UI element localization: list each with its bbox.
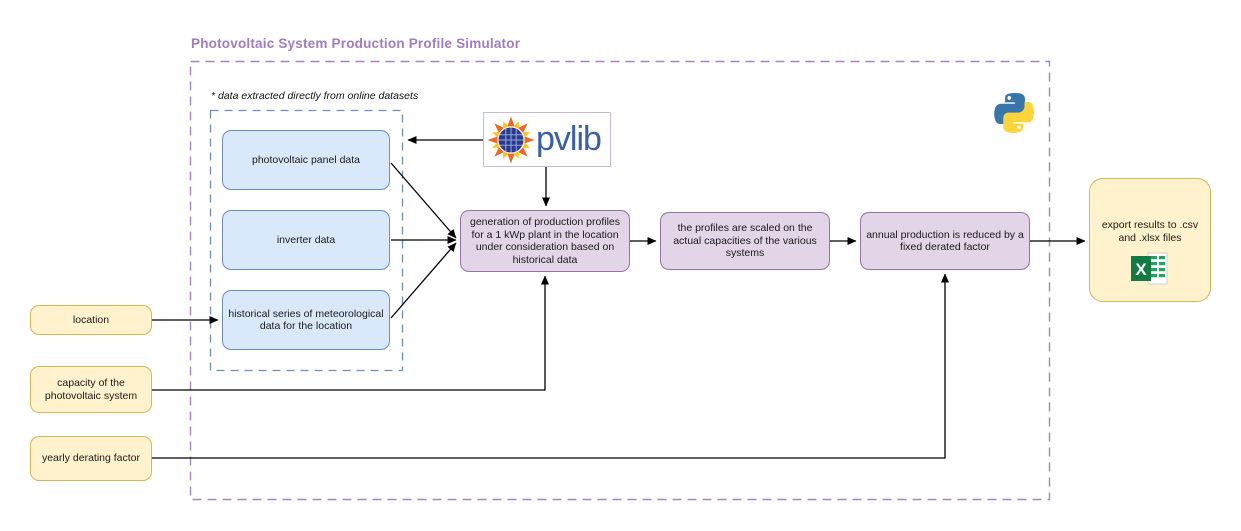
pvlib-sun-icon (487, 116, 535, 163)
python-icon (993, 92, 1037, 136)
process-box-generation: generation of production profiles for a … (460, 210, 630, 272)
export-label: export results to .csv and .xlsx files (1101, 219, 1199, 244)
arrow-capacity-to-generation (152, 275, 549, 391)
pvlib-logo-text: pvlib (536, 119, 602, 158)
input-box-capacity: capacity of the photovoltaic system (30, 366, 152, 413)
dataset-box-inverter: inverter data (222, 210, 390, 270)
simulator-boundary (189, 60, 1051, 501)
input-box-derating-factor: yearly derating factor (30, 436, 152, 481)
arrow-panel-to-generation (390, 162, 457, 239)
process-box-derating: annual production is reduced by a fixed … (860, 212, 1030, 270)
arrow-meteo-to-generation (390, 242, 457, 319)
dataset-box-meteo: historical series of meteorological data… (222, 290, 390, 350)
arrow-derating-to-reduction (152, 273, 949, 459)
dataset-box-panel: photovoltaic panel data (222, 130, 390, 190)
excel-logo-icon: X (1131, 252, 1168, 285)
pvlib-logo-box: pvlib (483, 112, 611, 167)
export-box: export results to .csv and .xlsx files X (1089, 178, 1211, 302)
excel-icon: X (1131, 252, 1169, 286)
datasets-note: * data extracted directly from online da… (211, 90, 419, 102)
page-title: Photovoltaic System Production Profile S… (191, 36, 521, 51)
process-box-scaling: the profiles are scaled on the actual ca… (660, 212, 830, 270)
svg-text:X: X (1135, 260, 1147, 279)
python-logo-icon (994, 92, 1034, 134)
input-box-location: location (30, 305, 152, 335)
